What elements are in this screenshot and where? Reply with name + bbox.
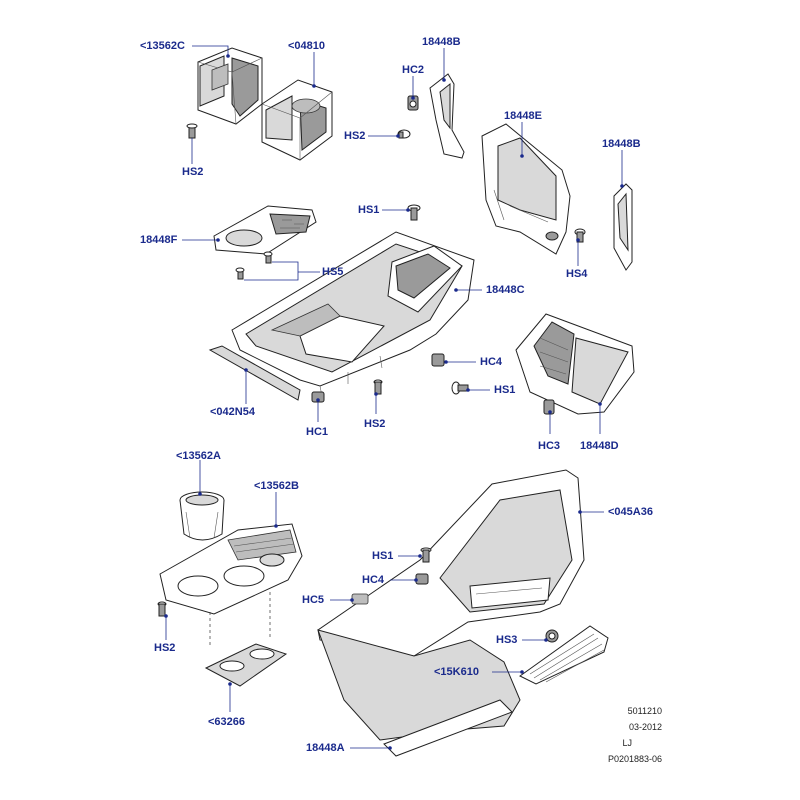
label-63266: <63266 [208,716,246,728]
label-HS1-top: HS1 [358,204,380,216]
screw-HS2-left [397,129,411,139]
label-HC4-mid: HC4 [480,356,503,368]
label-04810: <04810 [288,40,326,52]
drawing-reference: P0201883-06 [607,754,662,764]
label-HS5: HS5 [322,266,344,278]
clip-HC4-low [415,573,429,585]
label-13562B: <13562B [254,480,299,492]
screw-HS1-top [407,204,421,221]
label-045A36: <045A36 [608,506,653,518]
clip-HC3 [543,399,555,415]
part-18448D [515,313,635,415]
part-045A36 [317,469,585,657]
label-HS2-left: HS2 [344,130,366,142]
screw-HS4 [574,228,586,243]
grommet-HS3 [545,629,559,643]
screw-HS1-low [420,547,432,563]
screw-HS1-mid [451,381,469,395]
part-13562B [159,523,303,615]
label-18448A: 18448A [306,742,345,754]
label-18448D: 18448D [580,440,619,452]
label-13562A: <13562A [176,450,221,462]
drawing-initials: LJ [622,738,632,748]
part-lower-console [317,629,521,757]
label-042N54: <042N54 [210,406,255,418]
label-HS3: HS3 [496,634,518,646]
label-18448C: 18448C [486,284,525,296]
part-15K610 [519,625,609,685]
screws-HS5 [235,251,273,280]
label-HC4-low: HC4 [362,574,385,586]
part-13562C [197,47,263,125]
label-HC3: HC3 [538,440,561,452]
label-HC5: HC5 [302,594,325,606]
label-HS2-top: HS2 [182,166,204,178]
leader-lines [164,45,624,750]
label-18448E: 18448E [504,110,542,122]
label-18448F: 18448F [140,234,178,246]
part-18448F [213,205,317,255]
label-HS4: HS4 [566,268,588,280]
label-18448B-right: 18448B [602,138,641,150]
part-18448E [481,123,571,255]
part-04810 [261,79,333,161]
screw-HS2-top [186,123,198,139]
part-18448B-top [429,73,465,159]
clip-HC4-mid [431,353,445,367]
label-HS2-mid: HS2 [364,418,386,430]
label-HC1: HC1 [306,426,329,438]
label-HS1-low: HS1 [372,550,394,562]
part-18448C [231,231,475,397]
screw-HS2-mid [373,379,383,395]
label-HC2: HC2 [402,64,425,76]
clip-HC5 [351,593,369,605]
part-18448B-right [613,183,633,271]
drawing-date: 03-2012 [628,722,662,732]
label-13562C: <13562C [140,40,185,52]
drawing-code: 5011210 [627,706,662,716]
label-HS1-mid: HS1 [494,384,516,396]
label-18448B-top: 18448B [422,36,461,48]
label-15K610: <15K610 [434,666,479,678]
part-13562A [179,491,225,541]
part-042N54 [208,345,301,401]
screw-HS2-low [157,601,167,617]
label-HS2-low: HS2 [154,642,176,654]
part-63266 [204,643,288,687]
